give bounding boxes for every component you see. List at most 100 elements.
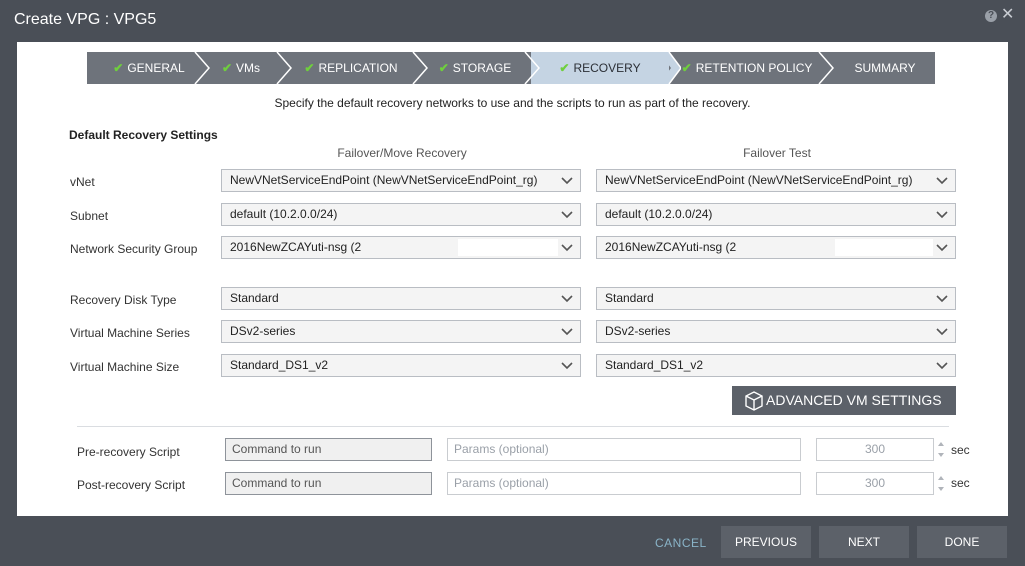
select-value: 2016NewZCAYuti-nsg (2 xyxy=(230,240,362,254)
nsg-failover-select[interactable]: 2016NewZCAYuti-nsg (2 xyxy=(221,236,581,259)
vm-series-failover-select[interactable]: DSv2-series xyxy=(221,320,581,343)
help-icon[interactable]: ? xyxy=(985,10,997,22)
disk-type-test-select[interactable]: Standard xyxy=(596,287,956,310)
step-recovery[interactable]: ✔RECOVERY xyxy=(531,52,669,84)
redacted-region xyxy=(458,239,558,256)
check-icon: ✔ xyxy=(304,61,315,75)
label-vnet: vNet xyxy=(70,175,95,189)
post-recovery-timeout-input[interactable]: 300 xyxy=(816,472,934,495)
pre-recovery-timeout-input[interactable]: 300 xyxy=(816,438,934,461)
chevron-down-icon xyxy=(936,211,948,219)
cancel-button[interactable]: CANCEL xyxy=(655,536,707,550)
done-button[interactable]: DONE xyxy=(917,526,1007,558)
subnet-test-select[interactable]: default (10.2.0.0/24) xyxy=(596,203,956,226)
check-icon: ✔ xyxy=(681,61,692,75)
close-icon[interactable]: ✕ xyxy=(1001,6,1015,23)
post-recovery-command-input[interactable]: Command to run xyxy=(225,472,432,495)
redacted-region xyxy=(835,239,933,256)
vm-series-test-select[interactable]: DSv2-series xyxy=(596,320,956,343)
vnet-test-select[interactable]: NewVNetServiceEndPoint (NewVNetServiceEn… xyxy=(596,169,956,192)
step-separator xyxy=(194,52,210,84)
vm-size-failover-select[interactable]: Standard_DS1_v2 xyxy=(221,354,581,377)
step-label: STORAGE xyxy=(452,61,512,75)
step-separator xyxy=(276,52,292,84)
previous-button[interactable]: PREVIOUS xyxy=(721,526,811,558)
select-value: DSv2-series xyxy=(605,324,671,338)
window-titlebar: Create VPG : VPG5 ? ✕ xyxy=(0,0,1025,40)
select-value: NewVNetServiceEndPoint (NewVNetServiceEn… xyxy=(605,173,913,187)
dialog-content: ✔GENERAL ✔VMs ✔REPLICATION ✔STORAGE ✔REC… xyxy=(17,42,1008,516)
select-value: Standard xyxy=(605,291,654,305)
subnet-failover-select[interactable]: default (10.2.0.0/24) xyxy=(221,203,581,226)
select-value: default (10.2.0.0/24) xyxy=(230,207,338,221)
step-separator xyxy=(412,52,428,84)
section-title: Default Recovery Settings xyxy=(69,128,218,142)
label-vm-series: Virtual Machine Series xyxy=(70,326,190,340)
select-value: Standard xyxy=(230,291,279,305)
label-vm-size: Virtual Machine Size xyxy=(70,360,180,374)
disk-type-failover-select[interactable]: Standard xyxy=(221,287,581,310)
chevron-down-icon xyxy=(561,211,573,219)
post-recovery-params-input[interactable]: Params (optional) xyxy=(447,472,801,495)
wizard-steps: ✔GENERAL ✔VMs ✔REPLICATION ✔STORAGE ✔REC… xyxy=(87,52,935,84)
step-replication[interactable]: ✔REPLICATION xyxy=(283,52,419,84)
chevron-down-icon xyxy=(561,177,573,185)
chevron-down-icon xyxy=(936,244,948,252)
instruction-text: Specify the default recovery networks to… xyxy=(274,96,751,110)
column-header-test: Failover Test xyxy=(743,146,811,160)
select-value: 2016NewZCAYuti-nsg (2 xyxy=(605,240,737,254)
column-header-failover: Failover/Move Recovery xyxy=(337,146,467,160)
label-pre-recovery-script: Pre-recovery Script xyxy=(77,445,180,459)
label-post-recovery-script: Post-recovery Script xyxy=(77,478,186,492)
step-general[interactable]: ✔GENERAL xyxy=(87,52,211,84)
step-label: GENERAL xyxy=(127,61,185,75)
chevron-down-icon xyxy=(936,328,948,336)
step-retention-policy[interactable]: ✔RETENTION POLICY xyxy=(669,52,825,84)
chevron-down-icon xyxy=(561,244,573,252)
timeout-unit: sec xyxy=(951,476,970,490)
step-storage[interactable]: ✔STORAGE xyxy=(419,52,531,84)
window-title: Create VPG : VPG5 xyxy=(14,11,157,28)
step-summary[interactable]: SUMMARY xyxy=(825,52,935,84)
select-value: Standard_DS1_v2 xyxy=(230,358,329,372)
step-label: RECOVERY xyxy=(573,61,641,75)
chevron-down-icon xyxy=(561,295,573,303)
step-label: RETENTION POLICY xyxy=(695,61,813,75)
button-label: ADVANCED VM SETTINGS xyxy=(766,392,942,408)
check-icon: ✔ xyxy=(113,61,124,75)
select-value: Standard_DS1_v2 xyxy=(605,358,704,372)
divider xyxy=(77,426,949,427)
step-separator xyxy=(659,52,681,84)
select-value: NewVNetServiceEndPoint (NewVNetServiceEn… xyxy=(230,173,538,187)
chevron-down-icon xyxy=(561,328,573,336)
select-value: DSv2-series xyxy=(230,324,296,338)
check-icon: ✔ xyxy=(559,61,570,75)
chevron-down-icon xyxy=(936,295,948,303)
timeout-spinner-icon[interactable] xyxy=(935,438,947,461)
step-separator xyxy=(818,52,834,84)
chevron-down-icon xyxy=(561,362,573,370)
label-recovery-disk-type: Recovery Disk Type xyxy=(70,293,177,307)
next-button[interactable]: NEXT xyxy=(819,526,909,558)
step-vms[interactable]: ✔VMs xyxy=(199,52,283,84)
advanced-vm-settings-button[interactable]: ADVANCED VM SETTINGS xyxy=(732,386,956,415)
vnet-failover-select[interactable]: NewVNetServiceEndPoint (NewVNetServiceEn… xyxy=(221,169,581,192)
timeout-spinner-icon[interactable] xyxy=(935,472,947,495)
step-label: VMs xyxy=(236,61,261,75)
step-label: SUMMARY xyxy=(854,61,916,75)
check-icon: ✔ xyxy=(221,61,233,75)
chevron-down-icon xyxy=(936,362,948,370)
step-separator xyxy=(524,52,540,84)
chevron-down-icon xyxy=(936,177,948,185)
timeout-unit: sec xyxy=(951,443,970,457)
cube-icon xyxy=(745,391,763,411)
label-network-security-group: Network Security Group xyxy=(70,242,198,256)
vm-size-test-select[interactable]: Standard_DS1_v2 xyxy=(596,354,956,377)
check-icon: ✔ xyxy=(438,61,449,75)
nsg-test-select[interactable]: 2016NewZCAYuti-nsg (2 xyxy=(596,236,956,259)
label-subnet: Subnet xyxy=(70,209,109,223)
pre-recovery-command-input[interactable]: Command to run xyxy=(225,438,432,461)
step-label: REPLICATION xyxy=(318,61,398,75)
select-value: default (10.2.0.0/24) xyxy=(605,207,713,221)
pre-recovery-params-input[interactable]: Params (optional) xyxy=(447,438,801,461)
